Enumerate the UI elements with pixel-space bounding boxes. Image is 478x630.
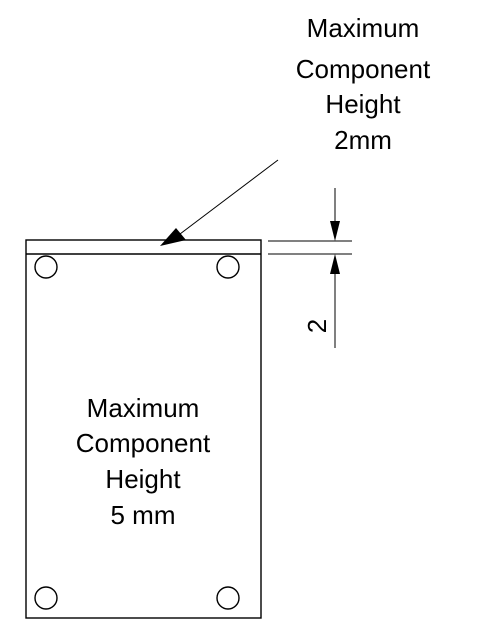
- board-label-line-4: 5 mm: [111, 500, 176, 530]
- mounting-hole-top-left: [34, 255, 58, 279]
- callout-line-3: Height: [325, 89, 401, 119]
- callout-line-2: Component: [296, 54, 431, 84]
- dimension-arrow-down: [330, 221, 340, 241]
- board-label-line-2: Component: [76, 428, 211, 458]
- board-label-line-1: Maximum: [87, 393, 200, 423]
- callout-line-4: 2mm: [334, 125, 392, 155]
- mounting-hole-top-right: [216, 255, 240, 279]
- board-label-line-3: Height: [105, 464, 181, 494]
- callout-arrowhead: [160, 228, 186, 246]
- callout-line-1: Maximum: [307, 13, 420, 43]
- pcb-outline: [25, 239, 262, 619]
- dimension-value: 2: [302, 319, 332, 333]
- mounting-hole-bottom-left: [34, 586, 58, 610]
- callout-leader-line: [179, 159, 279, 235]
- dimension-arrow-up: [330, 254, 340, 274]
- mounting-hole-bottom-right: [216, 586, 240, 610]
